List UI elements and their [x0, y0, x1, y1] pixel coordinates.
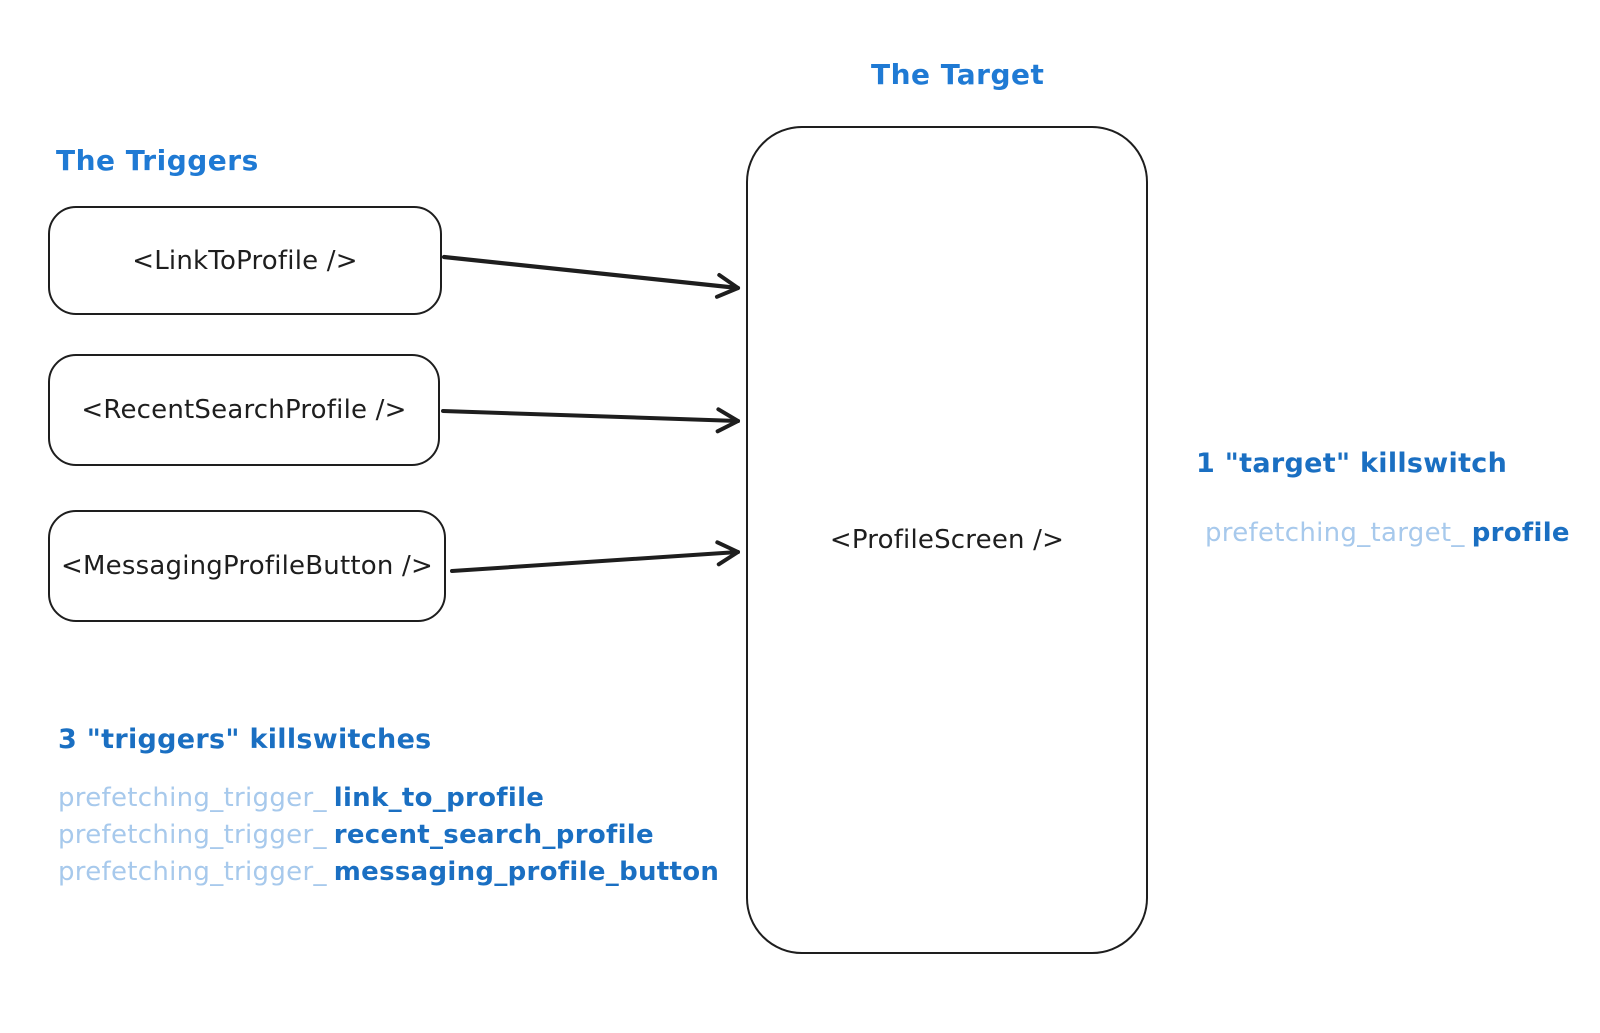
killswitch-prefix: prefetching_target_ — [1205, 518, 1465, 548]
killswitch-name: recent_search_profile — [333, 820, 654, 850]
trigger-box-link-to-profile: <LinkToProfile /> — [48, 206, 442, 315]
triggers-section-title: The Triggers — [56, 144, 259, 177]
triggers-killswitches-list: prefetching_trigger_link_to_profile pref… — [58, 780, 719, 891]
killswitch-item: prefetching_target_profile — [1205, 518, 1570, 548]
killswitch-prefix: prefetching_trigger_ — [58, 820, 327, 850]
arrow-messaging-profile-button-to-profile-screen — [450, 540, 740, 573]
trigger-box-label: <LinkToProfile /> — [132, 245, 358, 276]
killswitch-item: prefetching_trigger_link_to_profile — [58, 780, 719, 817]
arrow-link-to-profile-to-profile-screen — [441, 254, 741, 299]
killswitch-name: messaging_profile_button — [333, 857, 720, 887]
target-box-profile-screen: <ProfileScreen /> — [746, 126, 1148, 954]
trigger-box-messaging-profile-button: <MessagingProfileButton /> — [48, 510, 446, 622]
target-box-label: <ProfileScreen /> — [829, 525, 1065, 555]
target-section-title: The Target — [871, 58, 1045, 91]
killswitch-prefix: prefetching_trigger_ — [58, 857, 327, 887]
trigger-box-label: <RecentSearchProfile /> — [81, 395, 407, 425]
triggers-killswitches-heading: 3 "triggers" killswitches — [58, 724, 432, 755]
killswitch-name: profile — [1471, 518, 1570, 548]
trigger-box-recent-search-profile: <RecentSearchProfile /> — [48, 354, 440, 466]
killswitch-name: link_to_profile — [333, 783, 545, 813]
killswitch-item: prefetching_trigger_recent_search_profil… — [58, 817, 719, 854]
killswitch-item: prefetching_trigger_messaging_profile_bu… — [58, 854, 719, 891]
trigger-box-label: <MessagingProfileButton /> — [61, 551, 433, 581]
target-killswitch-heading: 1 "target" killswitch — [1196, 448, 1508, 479]
arrow-recent-search-profile-to-profile-screen — [441, 407, 740, 434]
killswitch-prefix: prefetching_trigger_ — [58, 783, 327, 813]
